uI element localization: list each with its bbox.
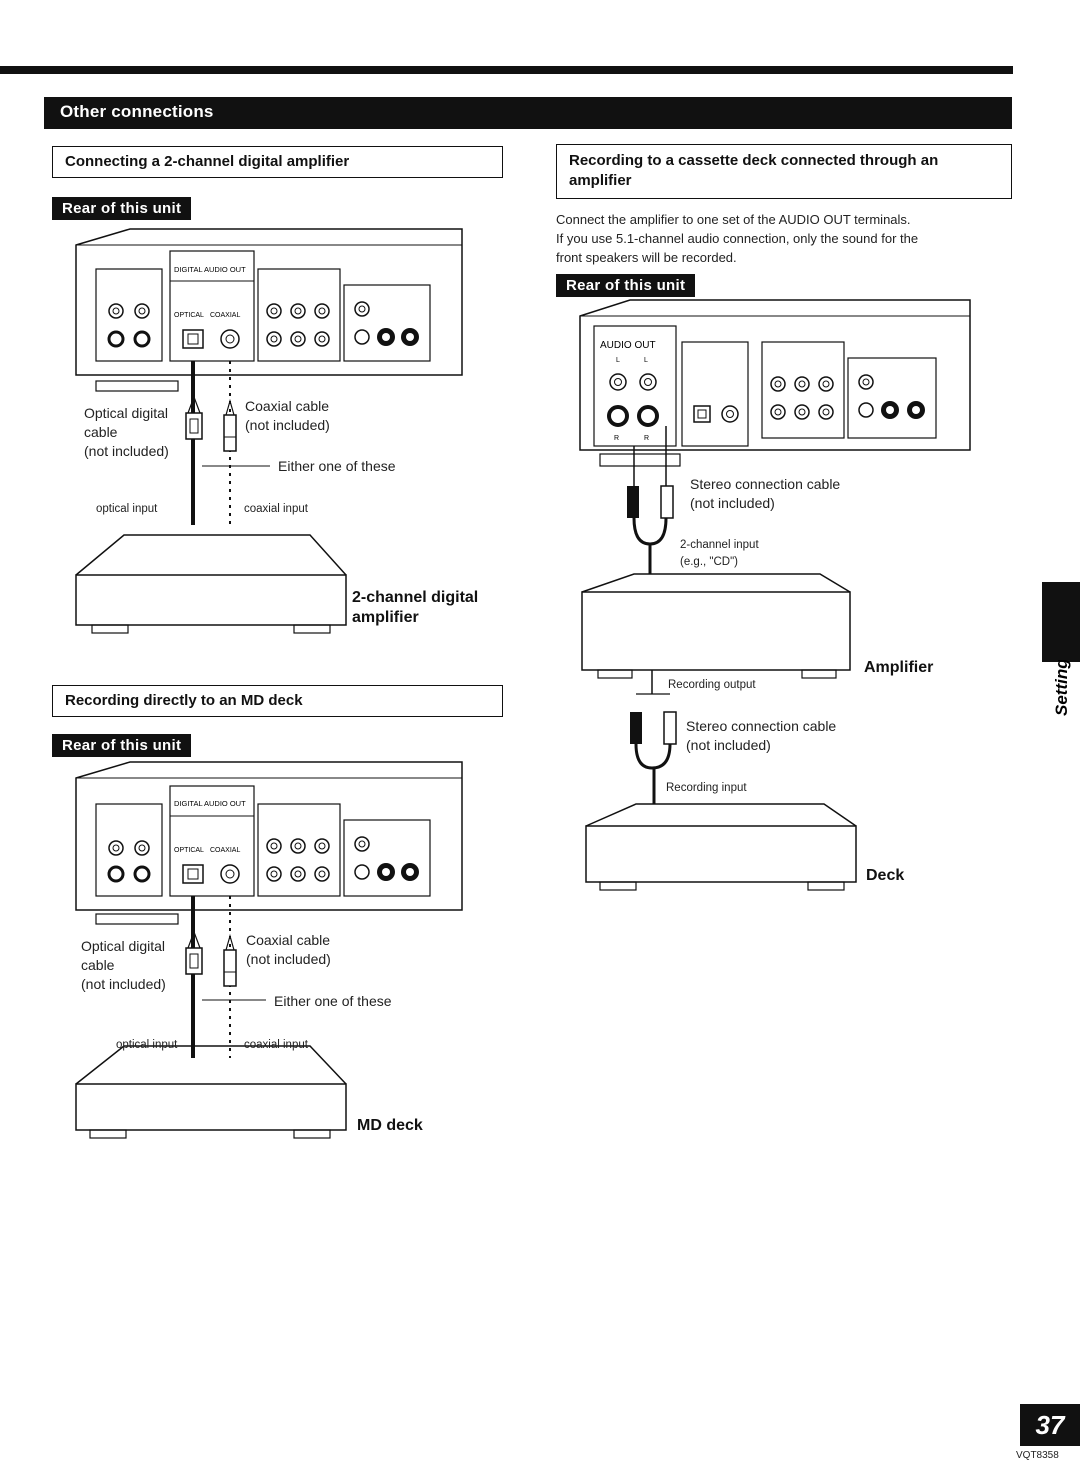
amplifier-label: Amplifier [864,659,934,676]
optical-input-label-2: optical input [116,1039,178,1051]
coaxial-label: COAXIAL [210,312,240,319]
rear-of-unit-badge: Rear of this unit [52,197,192,220]
amplifier-device-label: 2-channel digital amplifier [352,589,479,626]
recording-output-label: Recording output [668,679,756,691]
unit-rear-panel: DIGITAL AUDIO OUT OPTICAL COAXIAL [75,228,463,392]
rear-of-unit-badge-3: Rear of this unit [556,274,696,297]
rear-of-unit-badge-2: Rear of this unit [52,734,192,757]
chapter-tab [1042,582,1080,662]
instructions-paragraph: Connect the amplifier to one set of the … [556,212,919,265]
optical-label: OPTICAL [174,312,204,319]
cassette-deck-device [585,803,857,891]
stereo-cable-label: Stereo connection cable (not included) [690,476,841,511]
unit-rear-panel-3: AUDIO OUT L L R R [579,299,971,467]
amplifier-device [75,534,347,634]
md-deck-device [75,1045,347,1139]
amplifier-device-right [581,573,851,679]
optical-cable-2 [185,896,203,1058]
unit-rear-panel-2: DIGITAL AUDIO OUT OPTICAL COAXIAL [75,761,463,925]
coaxial-cable-label: Coaxial cable (not included) [245,398,330,433]
coaxial-input-label: coaxial input [244,503,308,515]
section-header-bar: Other connections [44,97,1012,129]
svg-text:Settings: Settings [1052,660,1071,716]
either-one-label-2: Either one of these [274,993,392,1009]
recording-input-label: Recording input [666,782,747,794]
document-code: VQT8358 [1016,1450,1059,1461]
subheading-cassette-deck: Recording to a cassette deck connected t… [556,144,1012,199]
two-channel-input-label: 2-channel input (e.g., "CD") [680,539,759,568]
coaxial-input-label-2: coaxial input [244,1039,308,1051]
audio-out-label: AUDIO OUT [600,340,656,351]
subheading-md-deck: Recording directly to an MD deck [52,685,503,717]
coaxial-cable-2 [223,896,237,1058]
optical-label-2: OPTICAL [174,847,204,854]
audio-out-l2: L [644,357,648,364]
optical-input-label: optical input [96,503,158,515]
coaxial-cable [223,361,237,525]
page-number: 37 [1020,1404,1080,1446]
coaxial-cable-label-2: Coaxial cable (not included) [246,932,331,967]
settings-tab-label: Settings [1052,660,1071,716]
audio-out-r1: R [614,435,619,442]
stereo-cable-label-2: Stereo connection cable (not included) [686,718,837,753]
digital-audio-out-label-2: DIGITAL AUDIO OUT [174,799,246,808]
top-rule [0,66,1013,74]
stereo-cable-top [627,426,674,574]
subheading-2ch-amplifier: Connecting a 2-channel digital amplifier [52,146,503,178]
section-title: Other connections [60,102,214,121]
audio-out-r2: R [644,435,649,442]
md-deck-label: MD deck [357,1117,423,1134]
optical-cable-label: Optical digital cable (not included) [84,405,169,459]
optical-cable [185,361,203,525]
digital-audio-out-label: DIGITAL AUDIO OUT [174,265,246,274]
deck-label: Deck [866,867,905,884]
diagram-2ch-amplifier: DIGITAL AUDIO OUT OPTICAL COAXIAL [75,228,463,634]
diagram-cassette-deck: AUDIO OUT L L R R [579,299,971,891]
coaxial-label-2: COAXIAL [210,847,240,854]
audio-out-l1: L [616,357,620,364]
diagram-md-deck: DIGITAL AUDIO OUT OPTICAL COAXIAL [75,761,463,1139]
optical-cable-label-2: Optical digital cable (not included) [81,938,166,992]
stereo-cable-bottom [630,670,677,804]
either-one-label: Either one of these [278,458,396,474]
